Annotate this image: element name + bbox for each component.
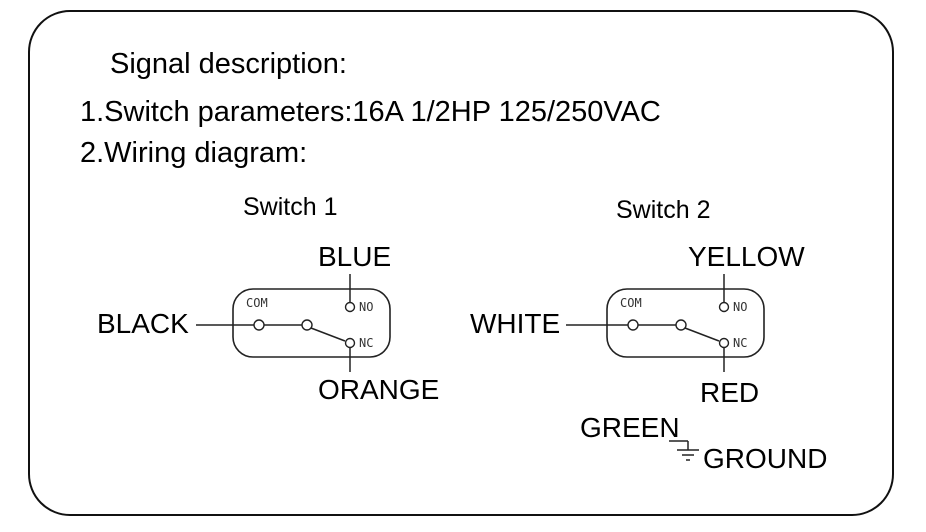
switch1-title: Switch 1 xyxy=(243,193,338,221)
diagram-border xyxy=(28,10,894,516)
switch2-nc-terminal xyxy=(718,337,730,349)
switch1-schematic xyxy=(196,274,391,372)
ground-label: GROUND xyxy=(703,443,828,474)
ground-icon xyxy=(669,440,699,461)
switch2-no-terminal xyxy=(718,301,730,313)
switch1-blue-wire-label: BLUE xyxy=(318,241,392,272)
switch1-pivot-terminal xyxy=(301,319,313,331)
switch1-orange-wire-label: ORANGE xyxy=(318,374,440,405)
switch2-com-terminal-label: COM xyxy=(620,296,642,310)
switch1-arm xyxy=(310,327,346,342)
switch2-nc-terminal-label: NC xyxy=(733,336,748,350)
switch2-com-terminal xyxy=(627,319,639,331)
wiring-diagram-line: 2.Wiring diagram: xyxy=(80,137,308,169)
switch2-no-terminal-label: NO xyxy=(733,300,748,314)
switch2-title: Switch 2 xyxy=(616,196,711,224)
switch2-yellow-wire-label: YELLOW xyxy=(688,241,805,272)
switch2-pivot-terminal xyxy=(675,319,687,331)
switch1-com-terminal xyxy=(253,319,265,331)
green-wire-label: GREEN xyxy=(580,412,680,443)
switch2-white-wire-label: WHITE xyxy=(470,308,561,339)
switch1-body xyxy=(232,288,391,358)
switch1-com-terminal-label: COM xyxy=(246,296,268,310)
switch1-black-wire-label: BLACK xyxy=(97,308,189,339)
switch2-body xyxy=(606,288,765,358)
switch2-red-wire-label: RED xyxy=(700,377,760,408)
switch-parameters-line: 1.Switch parameters:16A 1/2HP 125/250VAC xyxy=(80,96,661,128)
switch2-schematic xyxy=(566,274,765,372)
switch1-nc-terminal xyxy=(344,337,356,349)
page-title: Signal description: xyxy=(110,48,347,80)
switch1-nc-terminal-label: NC xyxy=(359,336,374,350)
switch1-no-terminal xyxy=(344,301,356,313)
switch2-arm xyxy=(684,327,720,342)
switch1-no-terminal-label: NO xyxy=(359,300,374,314)
